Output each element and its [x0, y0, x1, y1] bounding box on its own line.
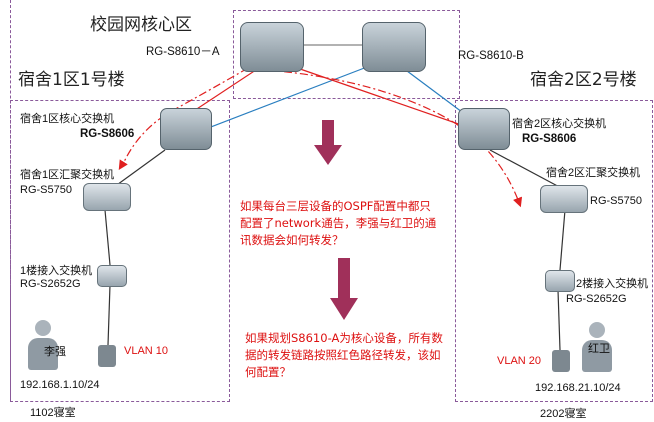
link-dorm1-agg-access — [104, 209, 111, 266]
right-vlan-label: VLAN 20 — [497, 355, 542, 367]
left-vlan-label: VLAN 10 — [124, 345, 169, 357]
dorm2-agg-model: RG-S5750 — [590, 195, 642, 207]
dorm2-access-model: RG-S2652G — [566, 293, 627, 305]
pc-right-icon — [552, 350, 570, 372]
left-person-name: 李强 — [44, 346, 66, 358]
person-left-icon — [28, 320, 58, 370]
right-ip-label: 192.168.21.10/24 — [535, 382, 621, 394]
question-red-path: 如果规划S8610-A为核心设备，所有数据的转发链路按照红色路径转发，该如何配置… — [245, 331, 443, 379]
dorm2-agg-role: 宿舍2区汇聚交换机 — [546, 167, 641, 179]
dorm2-core-role: 宿舍2区核心交换机 — [512, 118, 607, 130]
dorm1-region-title: 宿舍1区1号楼 — [18, 70, 125, 90]
dorm1-core-model: RG-S8606 — [80, 128, 135, 140]
core-b-label: RG-S8610-B — [458, 50, 524, 62]
dorm1-agg-role: 宿舍1区汇聚交换机 — [20, 169, 115, 181]
right-room-label: 2202寝室 — [540, 408, 587, 420]
pc-left-icon — [98, 345, 116, 367]
switch-dorm2-core-icon — [458, 108, 510, 150]
link-dorm2-agg-access — [559, 209, 566, 271]
link-dorm2-core-agg — [489, 149, 566, 191]
link-coreA-dorm2 — [279, 61, 471, 129]
dorm1-access-role: 1楼接入交换机 — [20, 265, 93, 277]
link-dorm1-access-host — [107, 284, 111, 346]
dorm2-region-title: 宿舍2区2号楼 — [530, 70, 637, 90]
dorm1-agg-model: RG-S5750 — [20, 184, 72, 196]
switch-dorm2-access-icon — [545, 270, 575, 292]
core-region-title: 校园网核心区 — [90, 15, 192, 35]
page-left-border — [10, 0, 11, 400]
switch-dorm1-access-icon — [97, 265, 127, 287]
switch-dorm1-core-icon — [160, 108, 212, 150]
dorm1-access-model: RG-S2652G — [20, 278, 81, 290]
switch-core-a-icon — [240, 22, 304, 72]
red-path-right — [267, 69, 523, 208]
person-right-icon — [582, 322, 612, 372]
down-arrow-1 — [314, 120, 342, 165]
down-arrow-2 — [330, 258, 358, 320]
core-region-box — [233, 10, 460, 99]
red-path-left — [118, 59, 263, 171]
switch-core-b-icon — [362, 22, 426, 72]
link-dorm2-access-host — [557, 289, 561, 351]
left-ip-label: 192.168.1.10/24 — [20, 379, 100, 391]
right-person-name: 红卫 — [588, 343, 610, 355]
dorm2-access-role: 2楼接入交换机 — [576, 278, 649, 290]
switch-dorm2-agg-icon — [540, 185, 588, 213]
link-coreB-dorm1 — [189, 61, 381, 136]
dorm1-core-role: 宿舍1区核心交换机 — [20, 113, 115, 125]
dorm2-region-box — [455, 100, 653, 402]
core-a-label: RG-S8610－A — [146, 46, 220, 58]
dorm2-core-model: RG-S8606 — [522, 133, 577, 145]
left-room-label: 1102寝室 — [30, 407, 76, 419]
switch-dorm1-agg-icon — [83, 183, 131, 211]
question-ospf: 如果每台三层设备的OSPF配置中都只配置了network通告，李强与红卫的通讯数… — [240, 199, 437, 247]
